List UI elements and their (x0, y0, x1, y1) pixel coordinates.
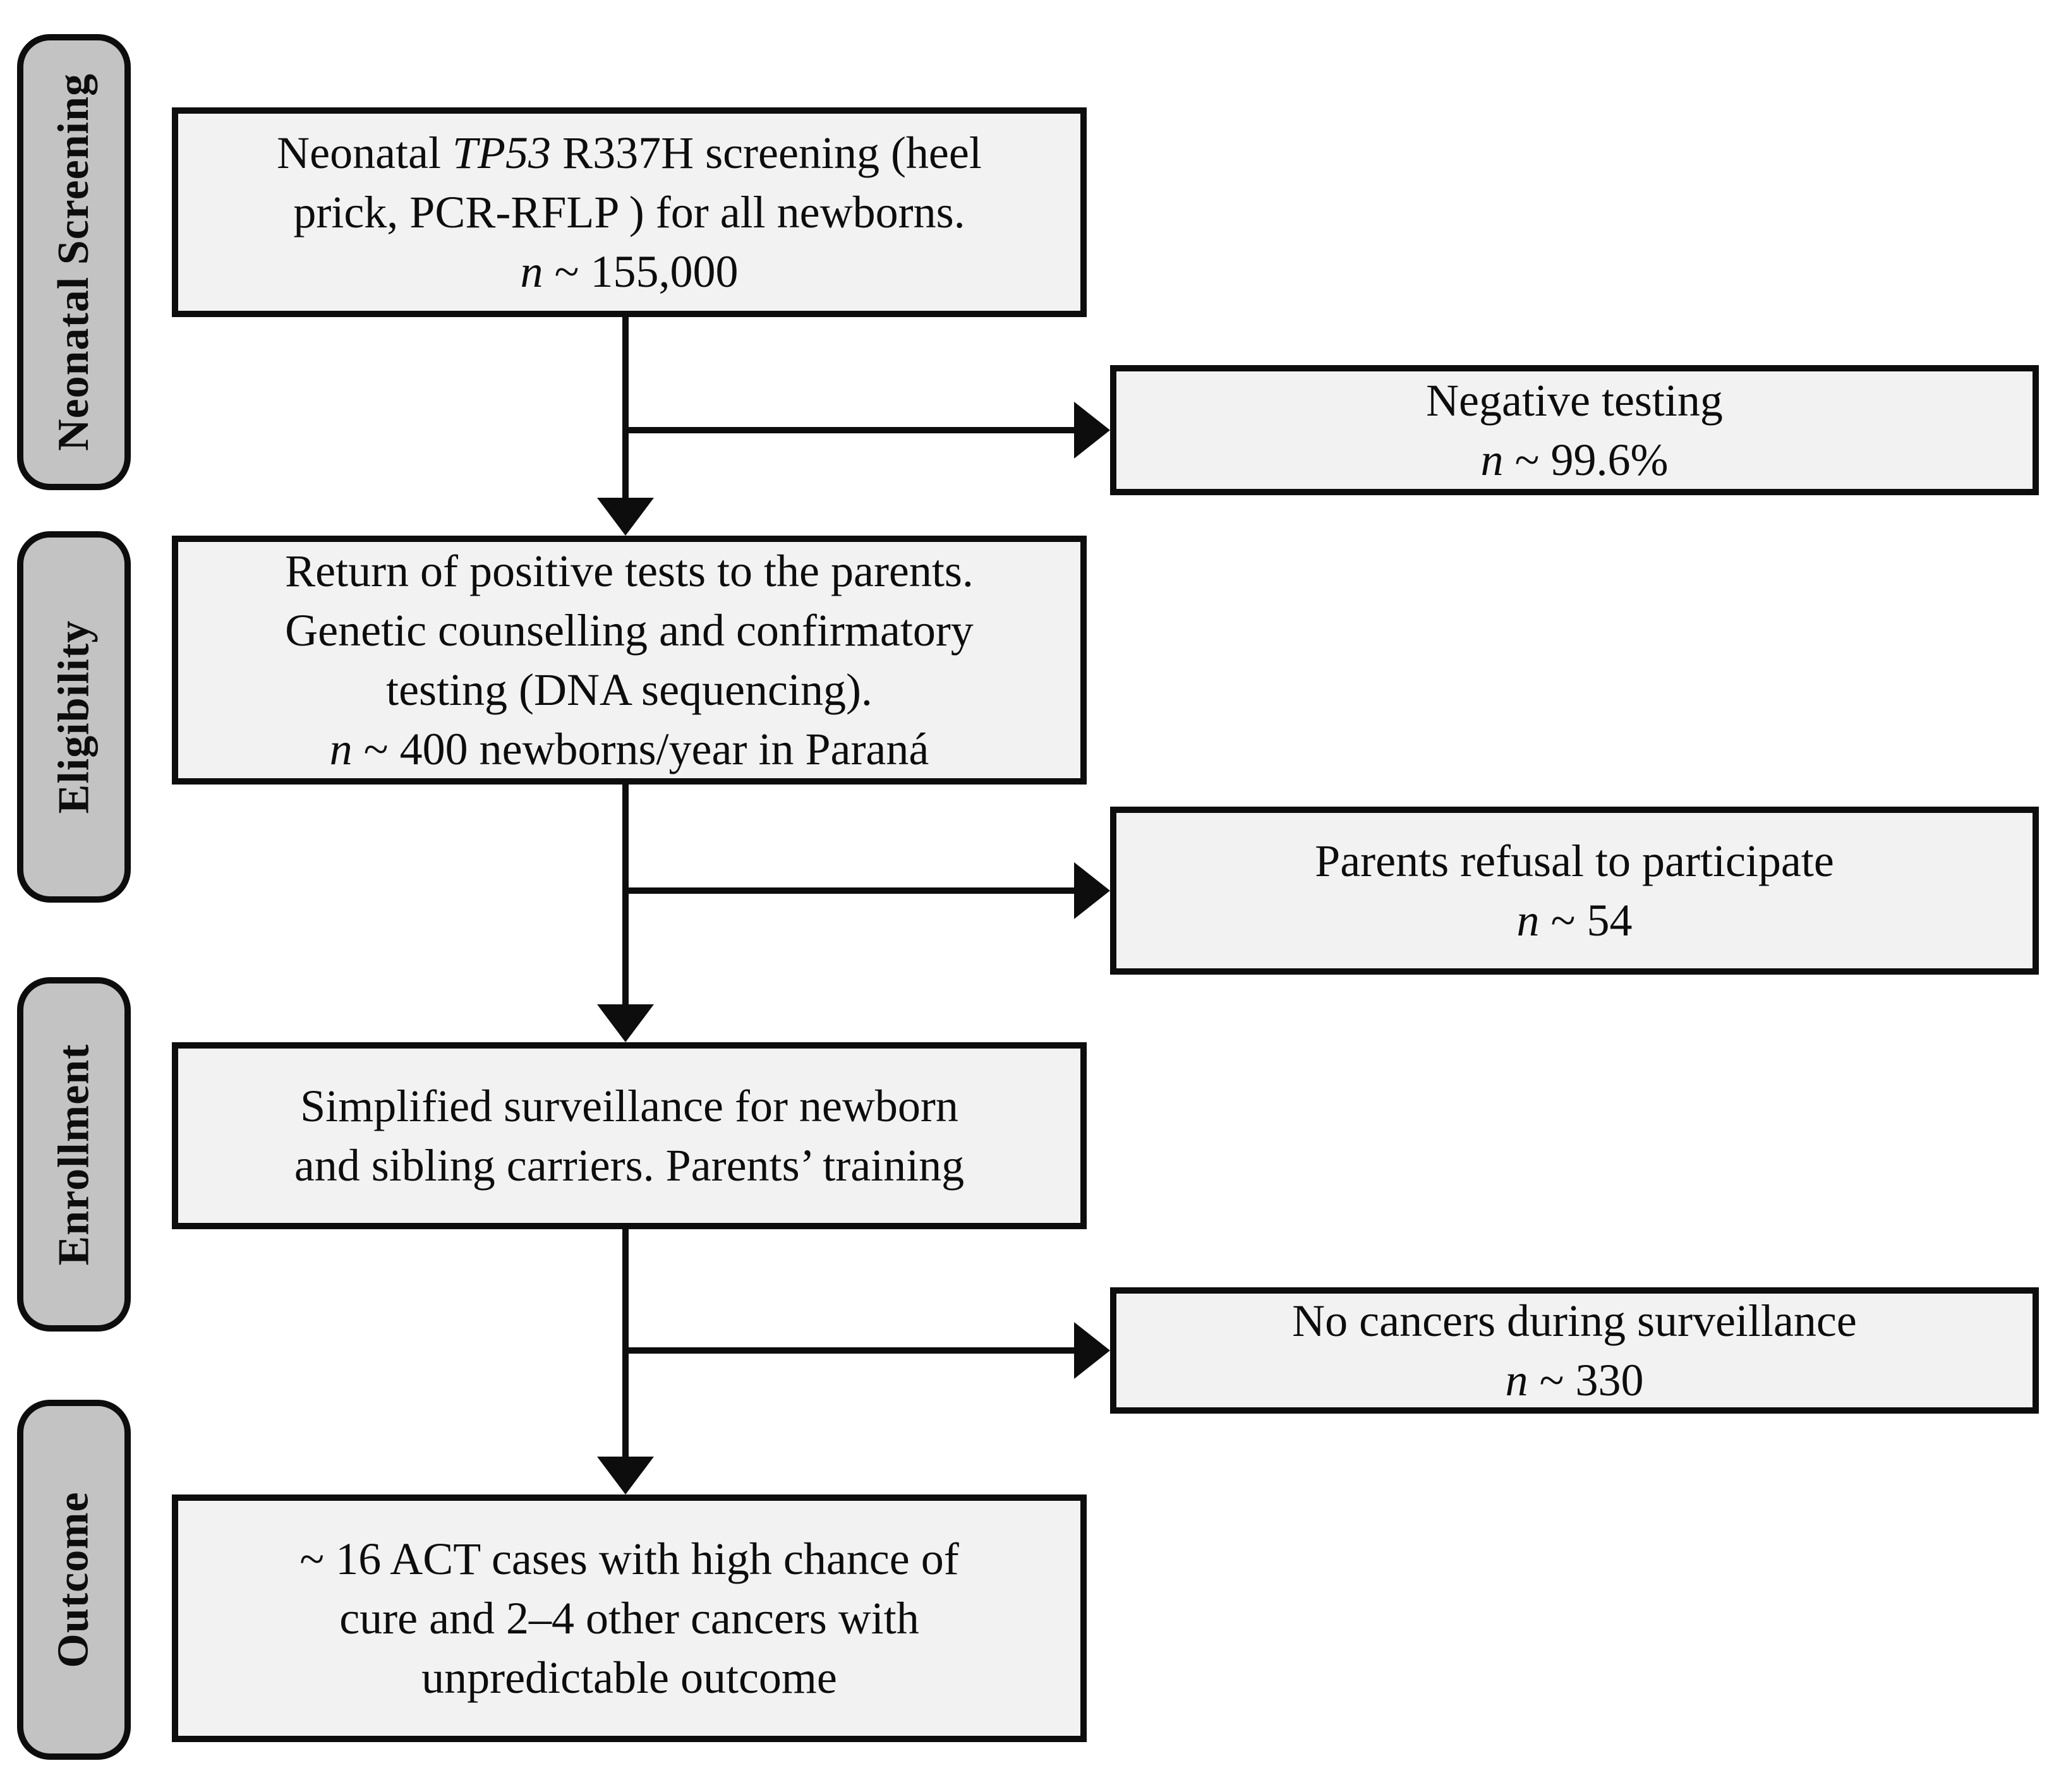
connector-hline-1 (622, 427, 1074, 433)
arrowhead-down-2-icon (597, 1004, 654, 1042)
connector-hline-2 (622, 887, 1074, 894)
arrowhead-right-2-icon (1074, 862, 1110, 919)
box-text-line: n ~ 330 (1505, 1355, 1644, 1405)
box-text-line: n ~ 54 (1516, 895, 1633, 946)
stage-label-text: Outcome (49, 1491, 99, 1668)
side-box-negative-testing: Negative testing n ~ 99.6% (1110, 365, 2039, 495)
box-text-line: Return of positive tests to the parents. (285, 546, 974, 596)
box-text-line: Neonatal TP53 R337H screening (heel (277, 128, 982, 178)
box-text-line: n ~ 99.6% (1480, 435, 1669, 485)
box-text-line: Negative testing (1426, 375, 1723, 426)
stage-label-eligibility: Eligibility (17, 531, 131, 903)
box-text-line: No cancers during surveillance (1292, 1296, 1857, 1346)
stage-label-text: Enrollment (49, 1043, 99, 1265)
box-text-line: Genetic counselling and confirmatory (285, 605, 974, 656)
stage-label-neonatal-screening: Neonatal Screening (17, 34, 131, 490)
stage-label-outcome: Outcome (17, 1400, 131, 1760)
side-box-parents-refusal: Parents refusal to participate n ~ 54 (1110, 807, 2039, 975)
arrowhead-right-3-icon (1074, 1322, 1110, 1379)
box-text-line: n ~ 155,000 (520, 246, 739, 297)
connector-hline-3 (622, 1347, 1074, 1354)
main-box-enrollment: Simplified surveillance for newborn and s… (172, 1042, 1087, 1229)
connector-vline-1 (622, 315, 629, 500)
arrowhead-right-1-icon (1074, 402, 1110, 459)
main-box-outcome: ~ 16 ACT cases with high chance of cure a… (172, 1494, 1087, 1742)
box-text-line: cure and 2–4 other cancers with (339, 1593, 919, 1644)
arrowhead-down-1-icon (597, 498, 654, 536)
box-text-line: Parents refusal to participate (1315, 836, 1834, 886)
connector-vline-2 (622, 783, 629, 1007)
box-text-line: testing (DNA sequencing). (386, 664, 873, 715)
arrowhead-down-3-icon (597, 1457, 654, 1494)
stage-label-enrollment: Enrollment (17, 977, 131, 1332)
stage-label-text: Neonatal Screening (49, 73, 99, 452)
box-text-line: and sibling carriers. Parents’ training (294, 1140, 965, 1191)
main-box-eligibility: Return of positive tests to the parents.… (172, 536, 1087, 785)
stage-label-text: Eligibility (49, 620, 98, 814)
box-text-line: ~ 16 ACT cases with high chance of (299, 1534, 959, 1584)
box-text-line: unpredictable outcome (421, 1652, 837, 1703)
box-text-line: prick, PCR-RFLP ) for all newborns. (293, 187, 965, 238)
box-text-line: Simplified surveillance for newborn (300, 1081, 958, 1131)
box-text-line: n ~ 400 newborns/year in Paraná (329, 724, 929, 774)
connector-vline-3 (622, 1228, 629, 1459)
side-box-no-cancers: No cancers during surveillance n ~ 330 (1110, 1287, 2039, 1414)
main-box-neonatal-screening: Neonatal TP53 R337H screening (heel prick… (172, 107, 1087, 317)
